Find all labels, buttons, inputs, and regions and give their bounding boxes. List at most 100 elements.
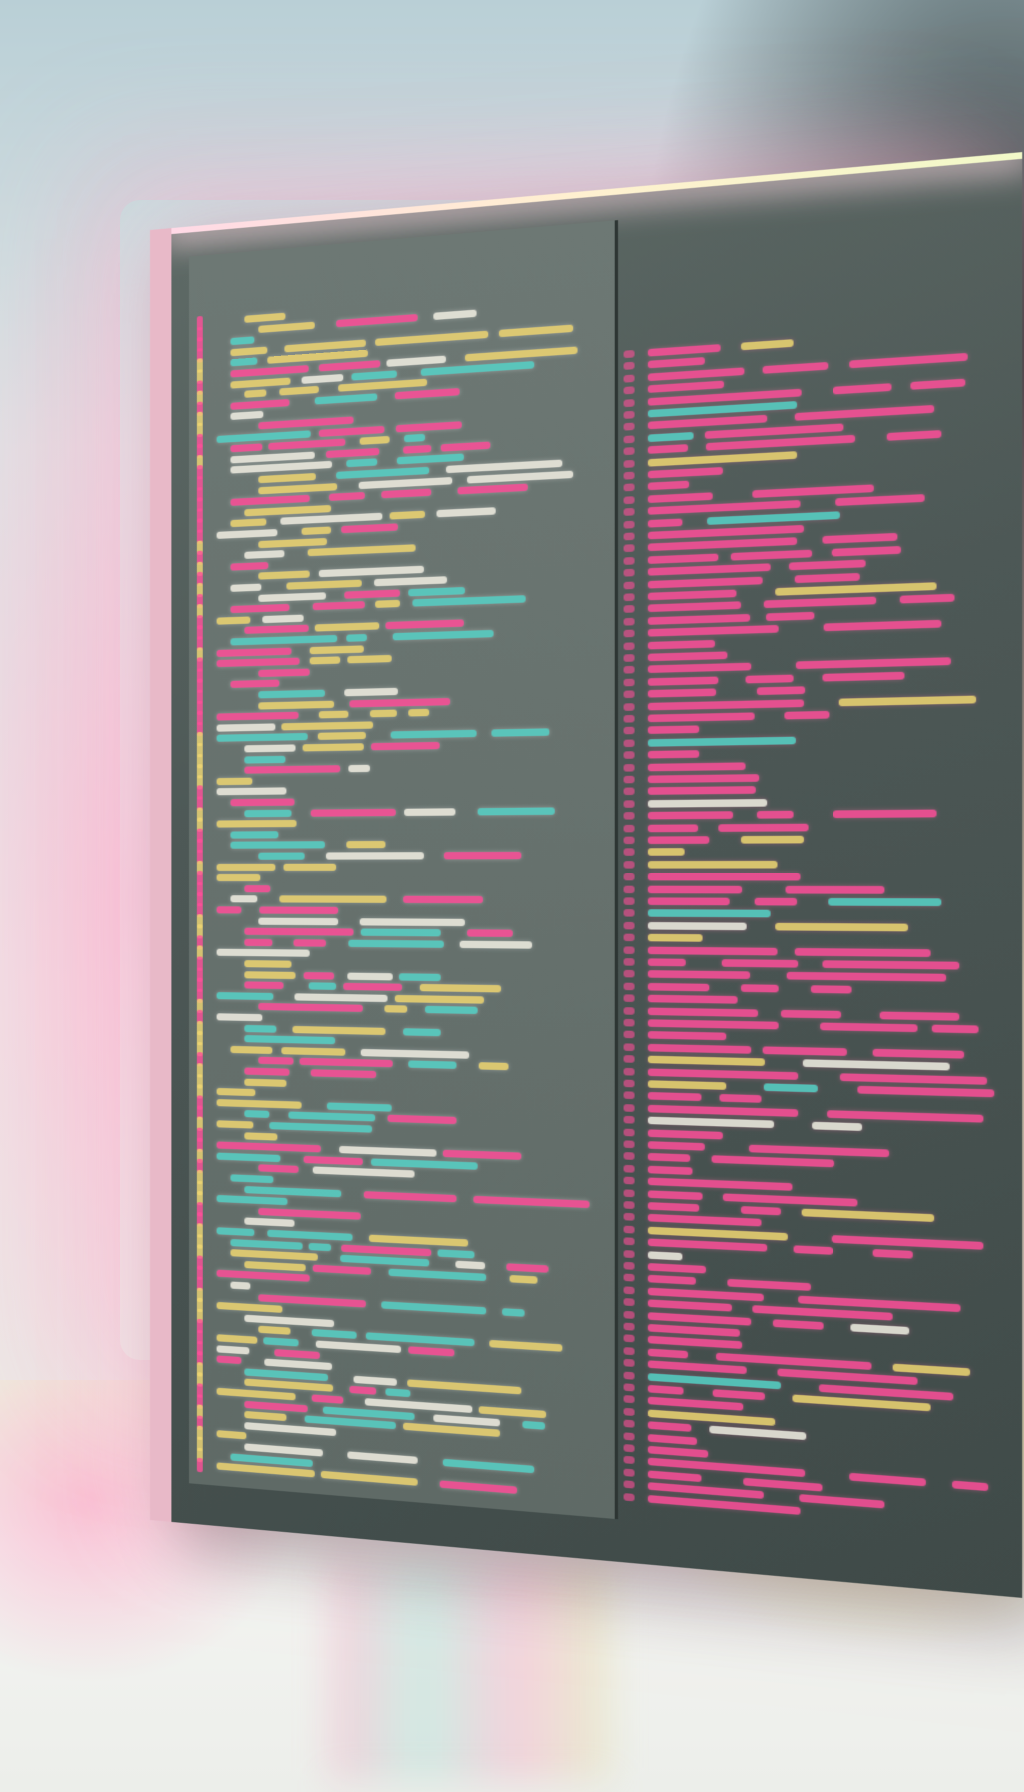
code-token <box>648 1117 774 1129</box>
code-token <box>648 525 804 539</box>
code-token <box>312 1394 344 1403</box>
code-token <box>648 1214 762 1227</box>
panel-reflection <box>330 1560 610 1780</box>
code-token <box>217 647 292 656</box>
code-token <box>648 1190 703 1200</box>
code-token <box>279 386 318 396</box>
code-token <box>258 1003 362 1012</box>
code-token <box>648 1105 798 1117</box>
line-number <box>624 1225 635 1233</box>
line-number <box>624 1189 635 1197</box>
line-number <box>624 496 635 504</box>
code-token <box>258 592 326 602</box>
code-token <box>648 885 742 893</box>
code-token <box>506 1263 548 1273</box>
code-token <box>258 690 325 699</box>
code-token <box>315 393 377 404</box>
code-token <box>344 589 400 598</box>
code-token <box>773 1319 824 1330</box>
line-number <box>624 1274 635 1282</box>
code-token <box>648 873 801 881</box>
left-editor-pane[interactable] <box>189 220 618 1519</box>
code-token <box>364 1191 457 1202</box>
line-number <box>624 557 635 565</box>
code-token <box>764 1083 818 1092</box>
code-token <box>713 1389 765 1400</box>
code-token <box>648 1007 758 1016</box>
code-token <box>408 709 429 717</box>
code-token <box>952 1481 988 1492</box>
code-token <box>217 712 299 721</box>
code-token <box>294 993 387 1002</box>
code-token <box>309 982 336 990</box>
code-token <box>230 798 294 806</box>
code-token <box>217 863 276 870</box>
code-token <box>502 1308 524 1317</box>
code-token <box>310 657 341 665</box>
line-number <box>624 472 635 480</box>
line-number <box>624 678 635 686</box>
code-token <box>244 1078 286 1086</box>
code-token <box>707 511 840 525</box>
code-token <box>648 1044 751 1054</box>
code-token <box>648 625 779 637</box>
code-token <box>313 1167 415 1178</box>
code-token <box>230 337 254 346</box>
line-number <box>624 605 635 613</box>
code-token <box>795 573 860 583</box>
code-token <box>648 1166 693 1175</box>
code-token <box>648 934 703 942</box>
line-number <box>624 362 635 370</box>
line-number <box>624 1092 635 1100</box>
code-token <box>648 750 699 758</box>
right-editor-pane[interactable] <box>619 187 1012 1553</box>
code-token <box>727 1279 810 1291</box>
code-token <box>244 971 295 979</box>
code-token <box>648 849 685 857</box>
line-number <box>624 593 635 601</box>
code-token <box>648 602 741 613</box>
code-token <box>267 1230 352 1241</box>
code-token <box>443 1459 534 1473</box>
code-token <box>755 898 797 906</box>
code-token <box>230 584 261 592</box>
code-token <box>794 1246 833 1256</box>
code-token <box>849 1473 926 1487</box>
code-token <box>217 1227 255 1236</box>
code-token <box>244 1422 336 1436</box>
code-token <box>873 1049 964 1059</box>
code-token <box>433 1414 500 1426</box>
code-token <box>346 841 385 848</box>
code-token <box>318 732 366 740</box>
code-token <box>407 1379 521 1394</box>
code-token <box>344 688 398 697</box>
code-token <box>458 484 528 495</box>
line-number <box>624 1359 635 1367</box>
code-token <box>391 730 477 739</box>
code-token <box>217 1302 283 1313</box>
code-token <box>648 492 713 503</box>
code-token <box>648 799 767 808</box>
code-token <box>722 959 798 967</box>
code-token <box>293 939 325 946</box>
code-token <box>465 346 578 361</box>
code-token <box>230 1046 272 1054</box>
code-token <box>444 852 522 860</box>
line-number <box>624 1007 635 1015</box>
code-token <box>932 1025 979 1034</box>
line-number <box>624 1335 635 1343</box>
code-token <box>336 467 429 479</box>
code-token <box>281 1047 345 1056</box>
code-token <box>648 1324 740 1337</box>
code-token <box>648 1421 691 1432</box>
code-token <box>803 1059 950 1070</box>
code-token <box>799 1494 884 1508</box>
code-token <box>822 533 897 544</box>
code-token <box>433 309 476 320</box>
line-number <box>624 970 635 978</box>
code-token <box>712 1156 835 1168</box>
line-number <box>624 1468 635 1476</box>
code-token <box>648 1031 726 1040</box>
code-token <box>369 1235 468 1247</box>
code-token <box>478 807 555 815</box>
